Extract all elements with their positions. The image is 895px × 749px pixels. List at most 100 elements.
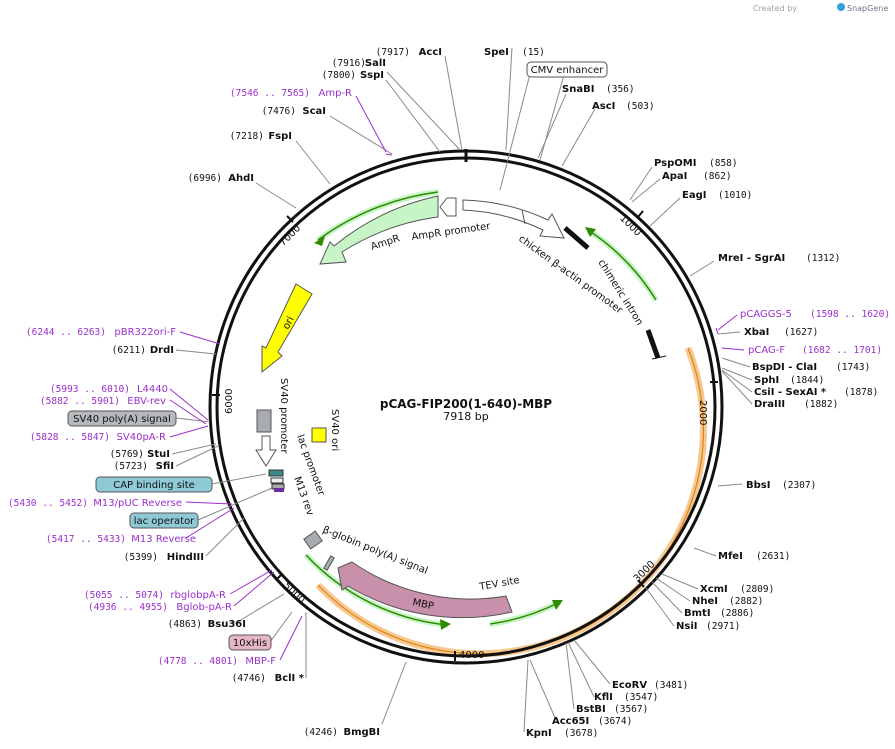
svg-text:(7546 .. 7565): (7546 .. 7565): [230, 88, 310, 99]
site-bcli: BclI *: [275, 673, 305, 684]
ori-label: ori: [281, 315, 297, 332]
m13-rev-box: [274, 488, 284, 492]
svg-text:(3567): (3567): [614, 704, 648, 715]
site-labels-left: AccI (7917) SalI (7916) SspI (7800) ScaI…: [110, 47, 442, 738]
site-acc65i: Acc65I: [552, 716, 589, 727]
site-scai: ScaI: [302, 106, 326, 117]
globin-box: [303, 530, 323, 550]
site-mrei-sgrai: MreI - SgrAI: [718, 253, 785, 264]
credit-created-by: Created by: [753, 4, 797, 13]
primer-pcaggs-5: pCAGGS-5: [740, 309, 792, 320]
primer-mbp-f: MBP-F: [245, 656, 276, 667]
primer-labels: Amp-R (7546 .. 7565) pCAGGS-5 (1598 .. 1…: [8, 88, 890, 667]
site-sphi: SphI: [754, 375, 779, 386]
site-snabi: SnaBI: [562, 84, 594, 95]
svg-text:(5769): (5769): [110, 449, 144, 460]
svg-text:(5430 .. 5452): (5430 .. 5452): [8, 498, 88, 509]
ampr-promoter-arrow: [439, 197, 457, 217]
chimeric-intron-end: [645, 329, 661, 359]
site-mfei: MfeI: [718, 551, 743, 562]
cmv-box: [526, 61, 608, 78]
site-bmgbi: BmgBI: [343, 727, 380, 738]
site-nhei: NheI: [692, 596, 718, 607]
site-fspi: FspI: [268, 131, 292, 142]
svg-text:(4746): (4746): [232, 673, 266, 684]
site-bspdi-clai: BspDI - ClaI: [752, 362, 817, 373]
site-draiii: DraIII: [754, 399, 785, 410]
site-nsii: NsiI: [676, 621, 697, 632]
svg-text:(2882): (2882): [729, 596, 763, 607]
site-pspomi: PspOMI: [654, 158, 696, 169]
primer-pbr322ori-f: pBR322ori-F: [114, 327, 176, 338]
site-ecorv: EcoRV: [612, 680, 647, 691]
svg-text:(1627): (1627): [784, 327, 818, 338]
primer-ebv-rev: EBV-rev: [127, 396, 166, 407]
tick-label-2000: 2000: [697, 400, 708, 425]
svg-text:(3547): (3547): [624, 692, 658, 703]
site-sspi: SspI: [360, 70, 384, 81]
ori-arrow: [261, 283, 313, 374]
svg-text:(1598 .. 1620): (1598 .. 1620): [810, 309, 890, 320]
sv40-promoter-label: SV40 promoter: [278, 378, 289, 454]
site-csii-sexai: CsiI - SexAI *: [754, 387, 827, 398]
site-asci: AscI: [592, 101, 615, 112]
credit-brand: SnapGene: [847, 4, 888, 13]
svg-text:(3678): (3678): [564, 728, 598, 739]
lacop-label: lac operator: [134, 516, 195, 527]
lac-promoter-box: [270, 477, 284, 484]
svg-text:(4246): (4246): [304, 727, 338, 738]
tick-label-6000: 6000: [224, 389, 235, 414]
primer-pcag-f: pCAG-F: [748, 345, 785, 356]
site-sfii: SfiI: [156, 461, 174, 472]
svg-text:(1312): (1312): [806, 253, 840, 264]
site-kfli: KflI: [594, 692, 613, 703]
tick-label-4000: 4000: [459, 650, 484, 661]
svg-text:(2809): (2809): [740, 584, 774, 595]
svg-text:(2307): (2307): [782, 480, 816, 491]
svg-text:(5882 .. 5901): (5882 .. 5901): [40, 396, 120, 407]
site-labels-right: SpeI (15) SnaBI (356) AscI (503) PspOMI …: [484, 47, 878, 739]
svg-text:(2631): (2631): [756, 551, 790, 562]
svg-text:(4936 .. 4955): (4936 .. 4955): [88, 602, 168, 613]
site-kpni: KpnI: [526, 728, 552, 739]
svg-text:(1682 .. 1701): (1682 .. 1701): [802, 345, 882, 356]
svg-text:(1844): (1844): [790, 375, 824, 386]
svg-text:(6996): (6996): [188, 173, 222, 184]
primer-m13-puc-reverse: M13/pUC Reverse: [93, 498, 182, 509]
primer-sv40pa-r: SV40pA-R: [117, 432, 166, 443]
svg-text:(7917): (7917): [376, 47, 410, 58]
lacop-box: [129, 512, 199, 529]
site-xcmi: XcmI: [700, 584, 728, 595]
green-feature-arrows: [303, 189, 659, 630]
plasmid-title: pCAG-FIP200(1-640)-MBP: [380, 397, 552, 411]
ampr-arrow: [319, 195, 439, 265]
snapgene-logo-icon: [837, 3, 845, 11]
tick-label-5000: 5000: [281, 580, 307, 606]
svg-text:(6244 .. 6263): (6244 .. 6263): [26, 327, 106, 338]
site-bmti: BmtI: [684, 608, 711, 619]
svg-text:(4863): (4863): [168, 619, 202, 630]
tick-label-7000: 7000: [277, 223, 303, 249]
svg-text:(6211): (6211): [112, 345, 146, 356]
primer-amp-r: Amp-R: [319, 88, 353, 99]
cap-site-box: [268, 469, 284, 477]
svg-text:(1878): (1878): [844, 387, 878, 398]
svg-text:(7800): (7800): [322, 70, 356, 81]
svg-text:(503): (503): [626, 101, 655, 112]
his-box: [228, 634, 272, 651]
tick-5000: [275, 573, 283, 581]
site-bstbi: BstBI: [576, 704, 606, 715]
his-label: 10xHis: [233, 638, 267, 649]
cap-box: [95, 476, 213, 493]
svg-text:(3481): (3481): [654, 680, 688, 691]
svg-text:(862): (862): [703, 171, 732, 182]
chicken-promoter-arrow: [462, 199, 565, 239]
site-eagi: EagI: [682, 190, 706, 201]
primer-bglob-pa-r: Bglob-pA-R: [176, 602, 232, 613]
site-sali: SalI: [365, 58, 386, 69]
svg-text:(5993 .. 6010): (5993 .. 6010): [50, 384, 130, 395]
tev-label: TEV site: [478, 575, 521, 593]
tick-7000: [286, 215, 294, 223]
svg-text:(15): (15): [522, 47, 545, 58]
